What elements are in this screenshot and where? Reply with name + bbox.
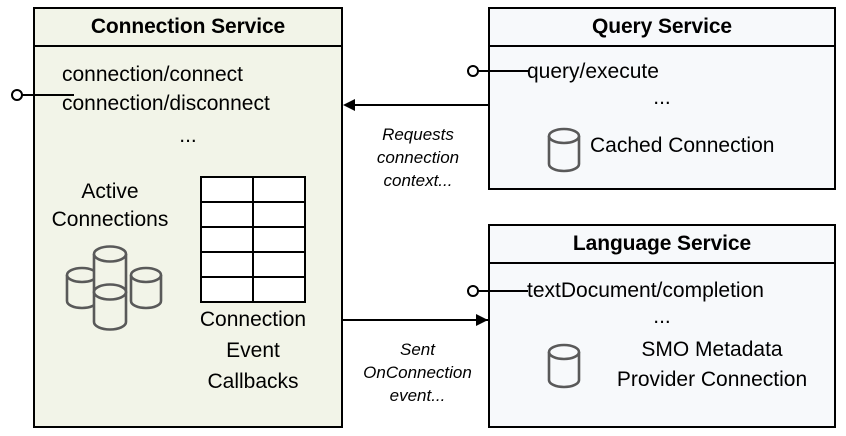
connection-to-language-arrow-head <box>476 314 488 326</box>
connection-to-language-label-line-2: OnConnection <box>363 363 472 382</box>
connection-to-language-label-line-3: event... <box>389 386 446 405</box>
database-cluster-icon <box>65 245 163 331</box>
language-service-operations-ellipsis: ... <box>653 305 671 328</box>
grid-cell <box>254 253 304 276</box>
connection-service-operations-ellipsis: ... <box>179 124 197 147</box>
query-service-operations-ellipsis: ... <box>653 86 671 109</box>
table-grid-icon <box>200 176 306 303</box>
grid-cell <box>202 203 252 226</box>
query-to-connection-label-line-1: Requests <box>382 125 454 144</box>
cached-connection-label: Cached Connection <box>590 134 775 157</box>
query-to-connection-arrow-head <box>343 99 355 111</box>
interface-stem <box>478 290 528 292</box>
query-to-connection-label-line-3: context... <box>383 171 453 190</box>
language-service-title: Language Service <box>490 226 834 264</box>
grid-cell <box>202 253 252 276</box>
interface-stem <box>478 70 528 72</box>
connection-service-title: Connection Service <box>35 9 341 47</box>
grid-cell <box>254 203 304 226</box>
smo-metadata-label-line-1: SMO Metadata <box>641 338 783 361</box>
language-service-component[interactable]: Language Service <box>488 224 836 428</box>
grid-cell <box>254 228 304 251</box>
database-icon <box>547 343 581 389</box>
grid-cell <box>254 178 304 201</box>
connection-event-callbacks-label-line-2: Event <box>226 339 280 362</box>
active-connections-label-line-1: Active <box>81 180 139 203</box>
connection-to-language-arrow-line <box>343 319 488 321</box>
query-to-connection-arrow-line <box>345 104 490 106</box>
grid-cell <box>202 278 252 301</box>
connection-service-operation-connect[interactable]: connection/connect <box>62 63 243 86</box>
connection-to-language-label-line-1: Sent <box>400 340 435 359</box>
query-to-connection-label-line-2: connection <box>376 148 460 167</box>
connection-event-callbacks-label-line-3: Callbacks <box>207 370 299 393</box>
database-icon <box>547 127 581 173</box>
query-service-title: Query Service <box>490 9 834 47</box>
active-connections-label-line-2: Connections <box>51 208 169 231</box>
connection-service-operation-disconnect[interactable]: connection/disconnect <box>62 92 270 115</box>
query-service-component[interactable]: Query Service <box>488 7 836 190</box>
grid-cell <box>202 228 252 251</box>
smo-metadata-label-line-2: Provider Connection <box>616 368 808 391</box>
interface-stem <box>22 94 74 96</box>
language-service-operation-completion[interactable]: textDocument/completion <box>527 279 764 302</box>
query-service-operation-execute[interactable]: query/execute <box>527 60 659 83</box>
grid-cell <box>202 178 252 201</box>
connection-event-callbacks-label-line-1: Connection <box>199 308 307 331</box>
grid-cell <box>254 278 304 301</box>
